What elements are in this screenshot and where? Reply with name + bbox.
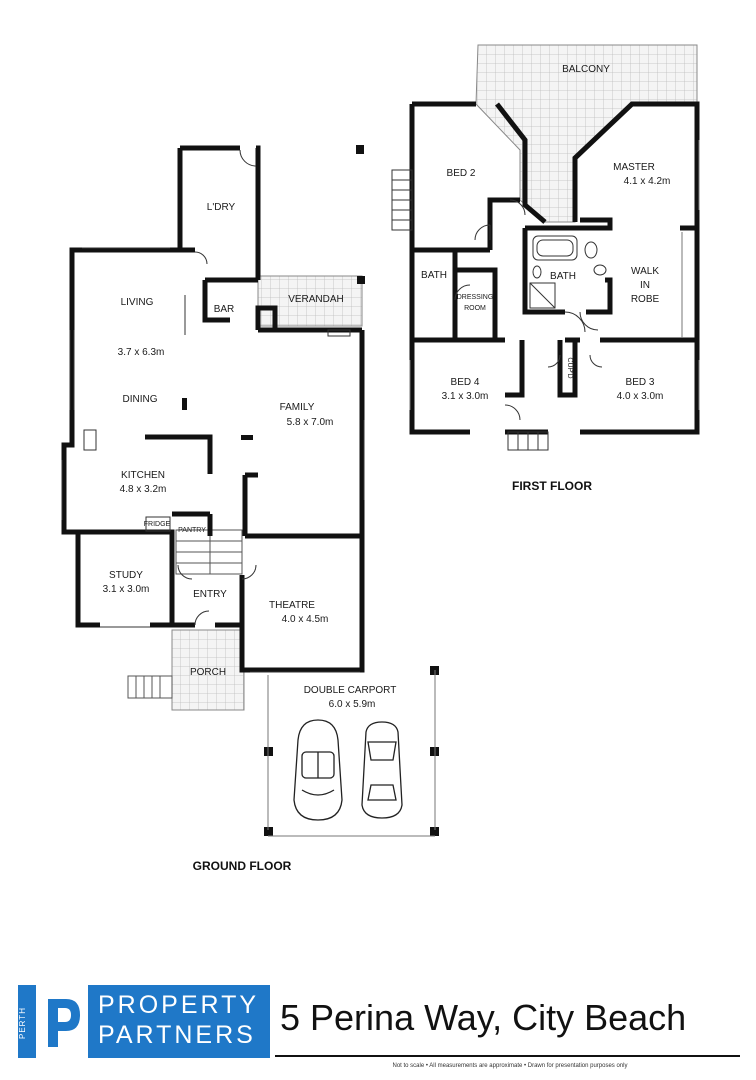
carport: [264, 666, 439, 837]
room-size-kitchen: 4.8 x 3.2m: [120, 484, 167, 495]
ground-floor-title: GROUND FLOOR: [193, 859, 292, 873]
room-size-family: 5.8 x 7.0m: [287, 417, 334, 428]
room-label-bar: BAR: [214, 304, 235, 315]
toilet: [584, 241, 598, 259]
ground-floor-internal-walls: [78, 247, 362, 628]
room-label-bed-3: BED 3: [626, 377, 655, 388]
room-label-kitchen: KITCHEN: [121, 470, 165, 481]
first-floor-internal-walls: [412, 197, 697, 398]
room-label-living: LIVING: [121, 297, 154, 308]
first-floor-plan: BALCONY BED 2 MASTER 4.1 x 4.2m BATH DRE…: [391, 44, 700, 493]
brand-name-line1: PROPERTY: [98, 991, 260, 1019]
room-label-laundry: L'DRY: [207, 202, 236, 213]
room-size-bed-4: 3.1 x 3.0m: [442, 391, 489, 402]
room-label-family: FAMILY: [280, 402, 315, 413]
p-logo-icon: [36, 985, 88, 1058]
room-label-dressing: DRESSING: [457, 294, 494, 301]
address-divider: [275, 1055, 740, 1057]
car-icon: [293, 719, 343, 821]
room-label-robe: ROBE: [631, 294, 660, 305]
footer: PERTH PROPERTY PARTNERS 5 Perina Way, Ci…: [0, 985, 756, 1080]
brand-name-line2: PARTNERS: [98, 1021, 256, 1049]
room-label-master: MASTER: [613, 162, 655, 173]
disclaimer: Not to scale • All measurements are appr…: [392, 1063, 628, 1069]
room-label-entry: ENTRY: [193, 589, 227, 600]
brand-logo: PERTH PROPERTY PARTNERS: [18, 985, 270, 1058]
room-label-pantry: PANTRY: [178, 527, 206, 534]
porch-floor: [171, 629, 245, 711]
room-size-living: 3.7 x 6.3m: [118, 347, 165, 358]
room-label-bed-4: BED 4: [451, 377, 480, 388]
floor-plan-drawing: BALCONY BED 2 MASTER 4.1 x 4.2m BATH DRE…: [61, 44, 700, 873]
room-label-bed-2: BED 2: [447, 168, 476, 179]
room-label-dining: DINING: [123, 394, 158, 405]
room-size-theatre: 4.0 x 4.5m: [282, 614, 329, 625]
car-icon: [361, 721, 403, 819]
first-floor-outer-wall: [409, 101, 700, 435]
first-floor-title: FIRST FLOOR: [512, 479, 592, 493]
room-label-study: STUDY: [109, 570, 143, 581]
room-label-double-carport: DOUBLE CARPORT: [304, 685, 397, 696]
room-label-dressing-room: ROOM: [464, 305, 486, 312]
room-size-master: 4.1 x 4.2m: [624, 176, 671, 187]
room-label-porch: PORCH: [190, 667, 226, 678]
room-label-bath-1: BATH: [421, 270, 447, 281]
room-label-verandah: VERANDAH: [288, 294, 344, 305]
room-size-study: 3.1 x 3.0m: [103, 584, 150, 595]
room-label-in: IN: [640, 280, 650, 291]
room-label-balcony: BALCONY: [562, 64, 610, 75]
bathtub: [532, 235, 578, 261]
shower: [529, 282, 556, 309]
room-size-double-carport: 6.0 x 5.9m: [329, 699, 376, 710]
room-label-walk: WALK: [631, 266, 659, 277]
room-label-fridge: FRIDGE: [144, 521, 171, 528]
room-size-bed-3: 4.0 x 3.0m: [617, 391, 664, 402]
ground-floor-plan: L'DRY BAR VERANDAH LIVING 3.7 x 6.3m DIN…: [61, 145, 439, 873]
property-address: 5 Perina Way, City Beach: [280, 997, 687, 1038]
room-label-cupboard: CUP'D: [566, 357, 573, 378]
basin: [593, 264, 607, 276]
room-label-bath-2: BATH: [550, 271, 576, 282]
room-label-theatre: THEATRE: [269, 600, 315, 611]
